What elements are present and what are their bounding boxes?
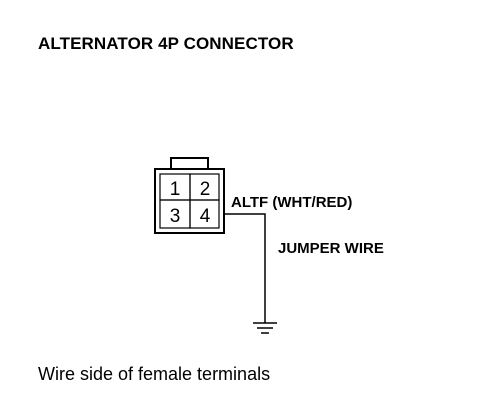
connector-pin-cell-4 [189, 199, 220, 229]
ground-icon [253, 322, 277, 334]
jumper-wire-label: JUMPER WIRE [278, 240, 384, 257]
diagram-caption: Wire side of female terminals [38, 364, 271, 384]
pin-number-2: 2 [200, 179, 211, 200]
wire-label-altf: ALTF (WHT/RED) [231, 194, 352, 211]
connector-lock-tab [170, 157, 209, 170]
pin-number-4: 4 [200, 206, 211, 227]
diagram-title: ALTERNATOR 4P CONNECTOR [38, 34, 294, 53]
pin-number-3: 3 [170, 206, 181, 227]
pin-number-1: 1 [170, 179, 181, 200]
jumper-wire [224, 213, 266, 323]
